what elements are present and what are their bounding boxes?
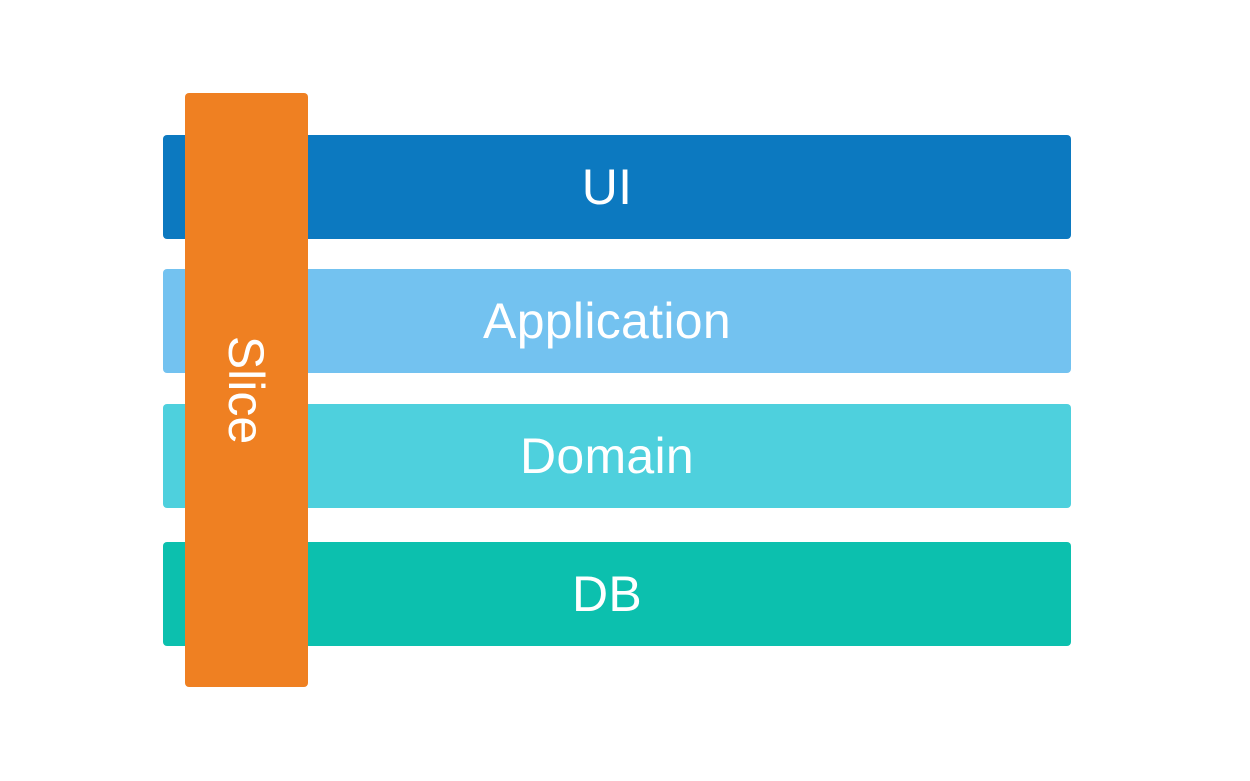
slice-band-label: Slice — [218, 335, 275, 445]
layer-bar-ui[interactable]: UI — [163, 135, 1071, 239]
slice-band[interactable]: Slice — [185, 93, 308, 687]
layer-label-db: DB — [571, 566, 643, 622]
layer-label-ui: UI — [581, 159, 633, 215]
layer-bar-db[interactable]: DB — [163, 542, 1071, 646]
layer-label-domain: Domain — [519, 428, 695, 484]
layer-label-application: Application — [483, 293, 731, 349]
layer-bar-domain[interactable]: Domain — [163, 404, 1071, 508]
layer-bar-application[interactable]: Application — [163, 269, 1071, 373]
